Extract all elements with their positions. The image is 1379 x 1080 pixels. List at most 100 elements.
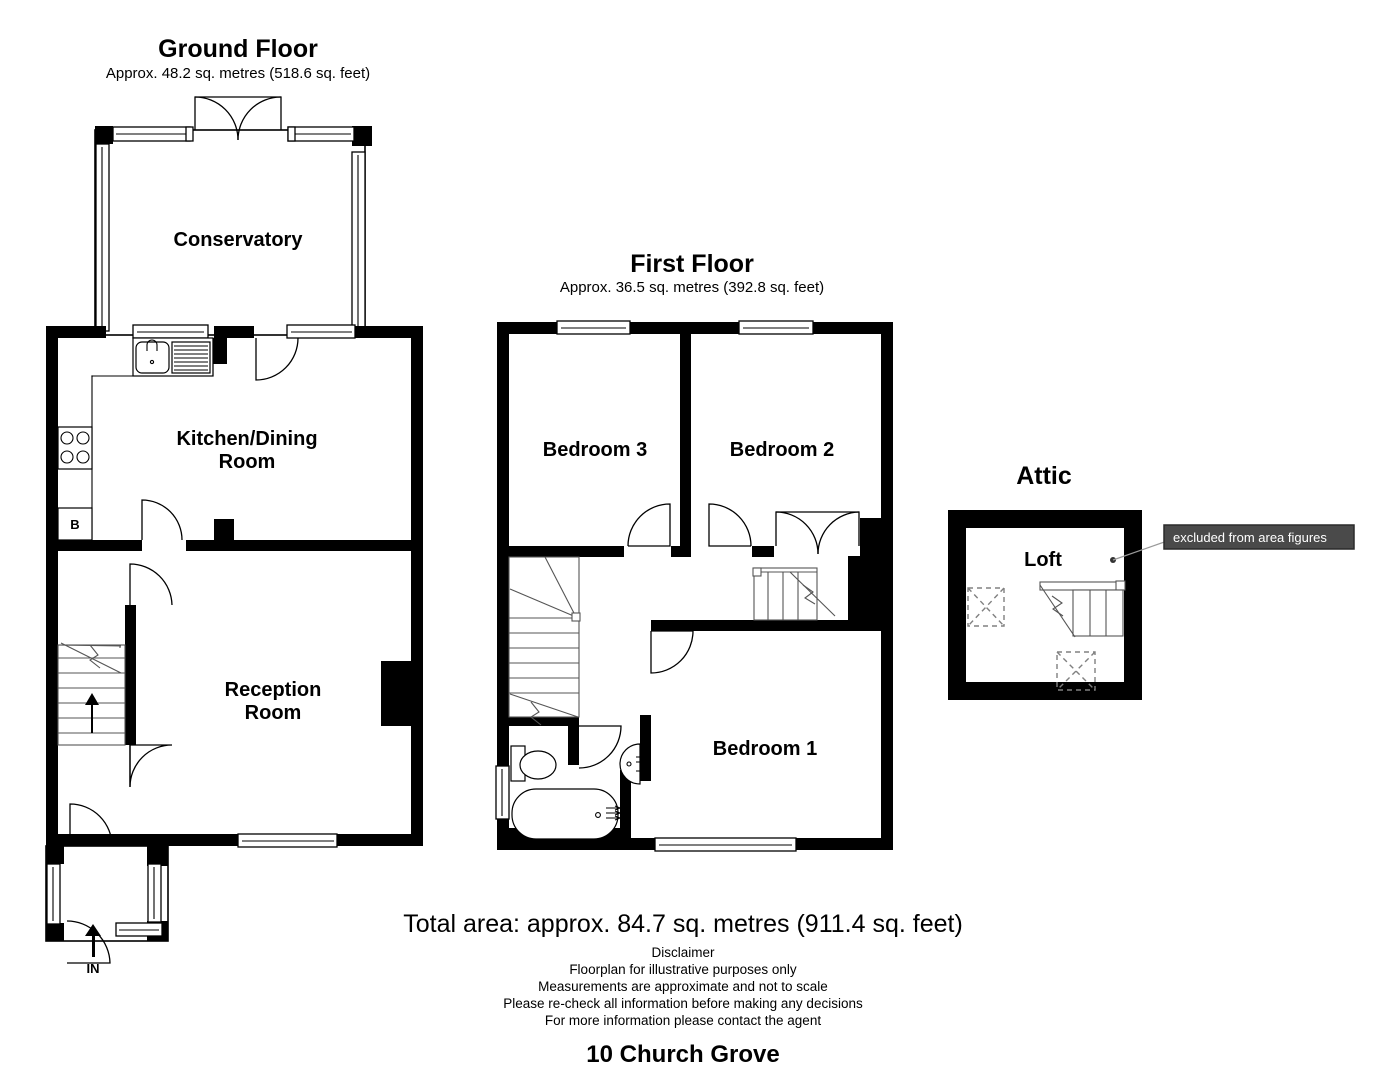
stairs-up-arrow [85, 693, 99, 733]
first-floor-title: First Floor [630, 250, 754, 278]
boiler-label: B [70, 517, 79, 532]
conservatory-window-top-right [287, 126, 355, 142]
bedroom3-window [556, 320, 631, 335]
wall-bedroom-divider [680, 334, 691, 552]
porch-group: IN [45, 803, 169, 976]
attic-structure: Loft excluded from area figures [948, 510, 1355, 700]
conservatory-double-door[interactable] [194, 96, 282, 141]
bedroom3-label: Bedroom 3 [543, 439, 647, 461]
bathroom-window [495, 765, 510, 820]
bathroom-bath [511, 788, 622, 840]
loft-ladder [1039, 580, 1126, 638]
ground-floor-structure: B [45, 324, 423, 976]
bathroom-door[interactable] [578, 725, 622, 769]
reception-chimney-breast [381, 661, 413, 726]
porch-corner-bl [46, 923, 64, 941]
kitchen-counter-nib [213, 338, 227, 364]
wall-bath-top [509, 715, 579, 726]
wall-ground-top-left [46, 326, 106, 338]
porch-inner-door[interactable] [69, 803, 113, 847]
conservatory-window-right [351, 151, 366, 333]
reception-window-bottom [237, 833, 338, 848]
porch-window-bottom [115, 922, 163, 937]
wall-ground-bottom [46, 834, 423, 846]
conservatory-group: Conservatory [94, 96, 372, 336]
wall-bath-right-upper [568, 715, 579, 765]
loft-tank-left [967, 587, 1005, 627]
wall-ground-left [46, 326, 58, 846]
hall-door-upper[interactable] [129, 563, 173, 606]
bedroom1-door[interactable] [650, 630, 694, 674]
wall-ground-right [411, 326, 423, 846]
kitchen-window-left [132, 324, 209, 339]
wall-landing-mid [671, 546, 691, 557]
bedroom1-label: Bedroom 1 [713, 738, 817, 760]
property-address: 10 Church Grove [586, 1041, 779, 1068]
conservatory-window-left [95, 143, 110, 332]
callout-box [1163, 524, 1355, 550]
wall-nib-kitchen [214, 519, 234, 540]
wall-kitchen-reception-right [186, 540, 423, 551]
first-floor-structure: Bedroom 3 Bedroom 2 Bedroom 1 [495, 320, 893, 852]
wall-landing-right [752, 546, 774, 557]
bedroom2-door[interactable] [708, 503, 752, 547]
kitchen-boiler: B [57, 507, 93, 541]
loft-access-staircase [752, 567, 836, 621]
disclaimer-line-5: For more information please contact the … [545, 1013, 821, 1028]
reception-label-line1: Reception [225, 679, 322, 701]
wall-landing-left [509, 546, 624, 557]
reception-label-line2: Room [245, 702, 302, 724]
ground-floor-area: Approx. 48.2 sq. metres (518.6 sq. feet) [106, 65, 370, 82]
front-door[interactable]: IN [66, 920, 111, 976]
conservatory-corner-tr [352, 126, 372, 146]
bathroom-basin [619, 743, 646, 785]
bedroom2-label: Bedroom 2 [730, 439, 834, 461]
porch-corner-tl [46, 846, 64, 864]
wall-bath-right [640, 715, 651, 770]
disclaimer-line-1: Disclaimer [651, 945, 715, 960]
kitchen-dining-label-line1: Kitchen/Dining [176, 428, 317, 450]
wall-corridor-bed1 [651, 620, 841, 631]
wall-ground-top-mid [214, 326, 254, 338]
entrance-label: IN [87, 961, 100, 976]
kitchen-drainer [171, 341, 211, 374]
kitchen-sink [135, 339, 170, 374]
wall-first-right [881, 322, 893, 850]
bedroom3-door[interactable] [627, 503, 671, 547]
first-floor-staircase [508, 556, 581, 726]
hall-door-lower[interactable] [129, 744, 173, 788]
bedroom2-window [738, 320, 814, 335]
conservatory-window-top-left [112, 126, 194, 142]
conservatory-corner-tl [95, 126, 113, 144]
bedroom2-wardrobe-doors[interactable] [775, 511, 860, 555]
kitchen-conservatory-door[interactable] [255, 337, 299, 381]
first-floor-area: Approx. 36.5 sq. metres (392.8 sq. feet) [560, 279, 824, 296]
wall-bath-right-lower [640, 762, 651, 777]
ground-staircase [57, 642, 126, 746]
attic-title: Attic [1016, 462, 1072, 490]
total-area-text: Total area: approx. 84.7 sq. metres (911… [403, 910, 963, 938]
porch-window-right [147, 863, 162, 923]
kitchen-dining-label-line2: Room [219, 451, 276, 473]
loft-label: Loft [1024, 549, 1062, 571]
disclaimer-line-3: Measurements are approximate and not to … [538, 979, 828, 994]
wall-kitchen-reception-left [58, 540, 142, 551]
wall-first-left [497, 322, 509, 850]
porch-corner-tr [147, 846, 168, 866]
disclaimer-line-2: Floorplan for illustrative purposes only [569, 962, 797, 977]
porch-window-left [46, 863, 61, 925]
loft-tank-bottom [1056, 651, 1096, 691]
callout-text: excluded from area figures [1173, 530, 1327, 545]
kitchen-hall-door[interactable] [141, 499, 183, 541]
wall-hall-partition [125, 605, 136, 745]
bedroom1-window [654, 837, 797, 852]
attic-callout: excluded from area figures [1110, 524, 1355, 563]
kitchen-window-right [286, 324, 356, 339]
disclaimer-line-4: Please re-check all information before m… [503, 996, 863, 1011]
entrance-arrow [85, 924, 101, 957]
bathroom-toilet [510, 745, 557, 782]
ground-floor-title: Ground Floor [158, 35, 318, 63]
kitchen-hob [57, 426, 93, 470]
